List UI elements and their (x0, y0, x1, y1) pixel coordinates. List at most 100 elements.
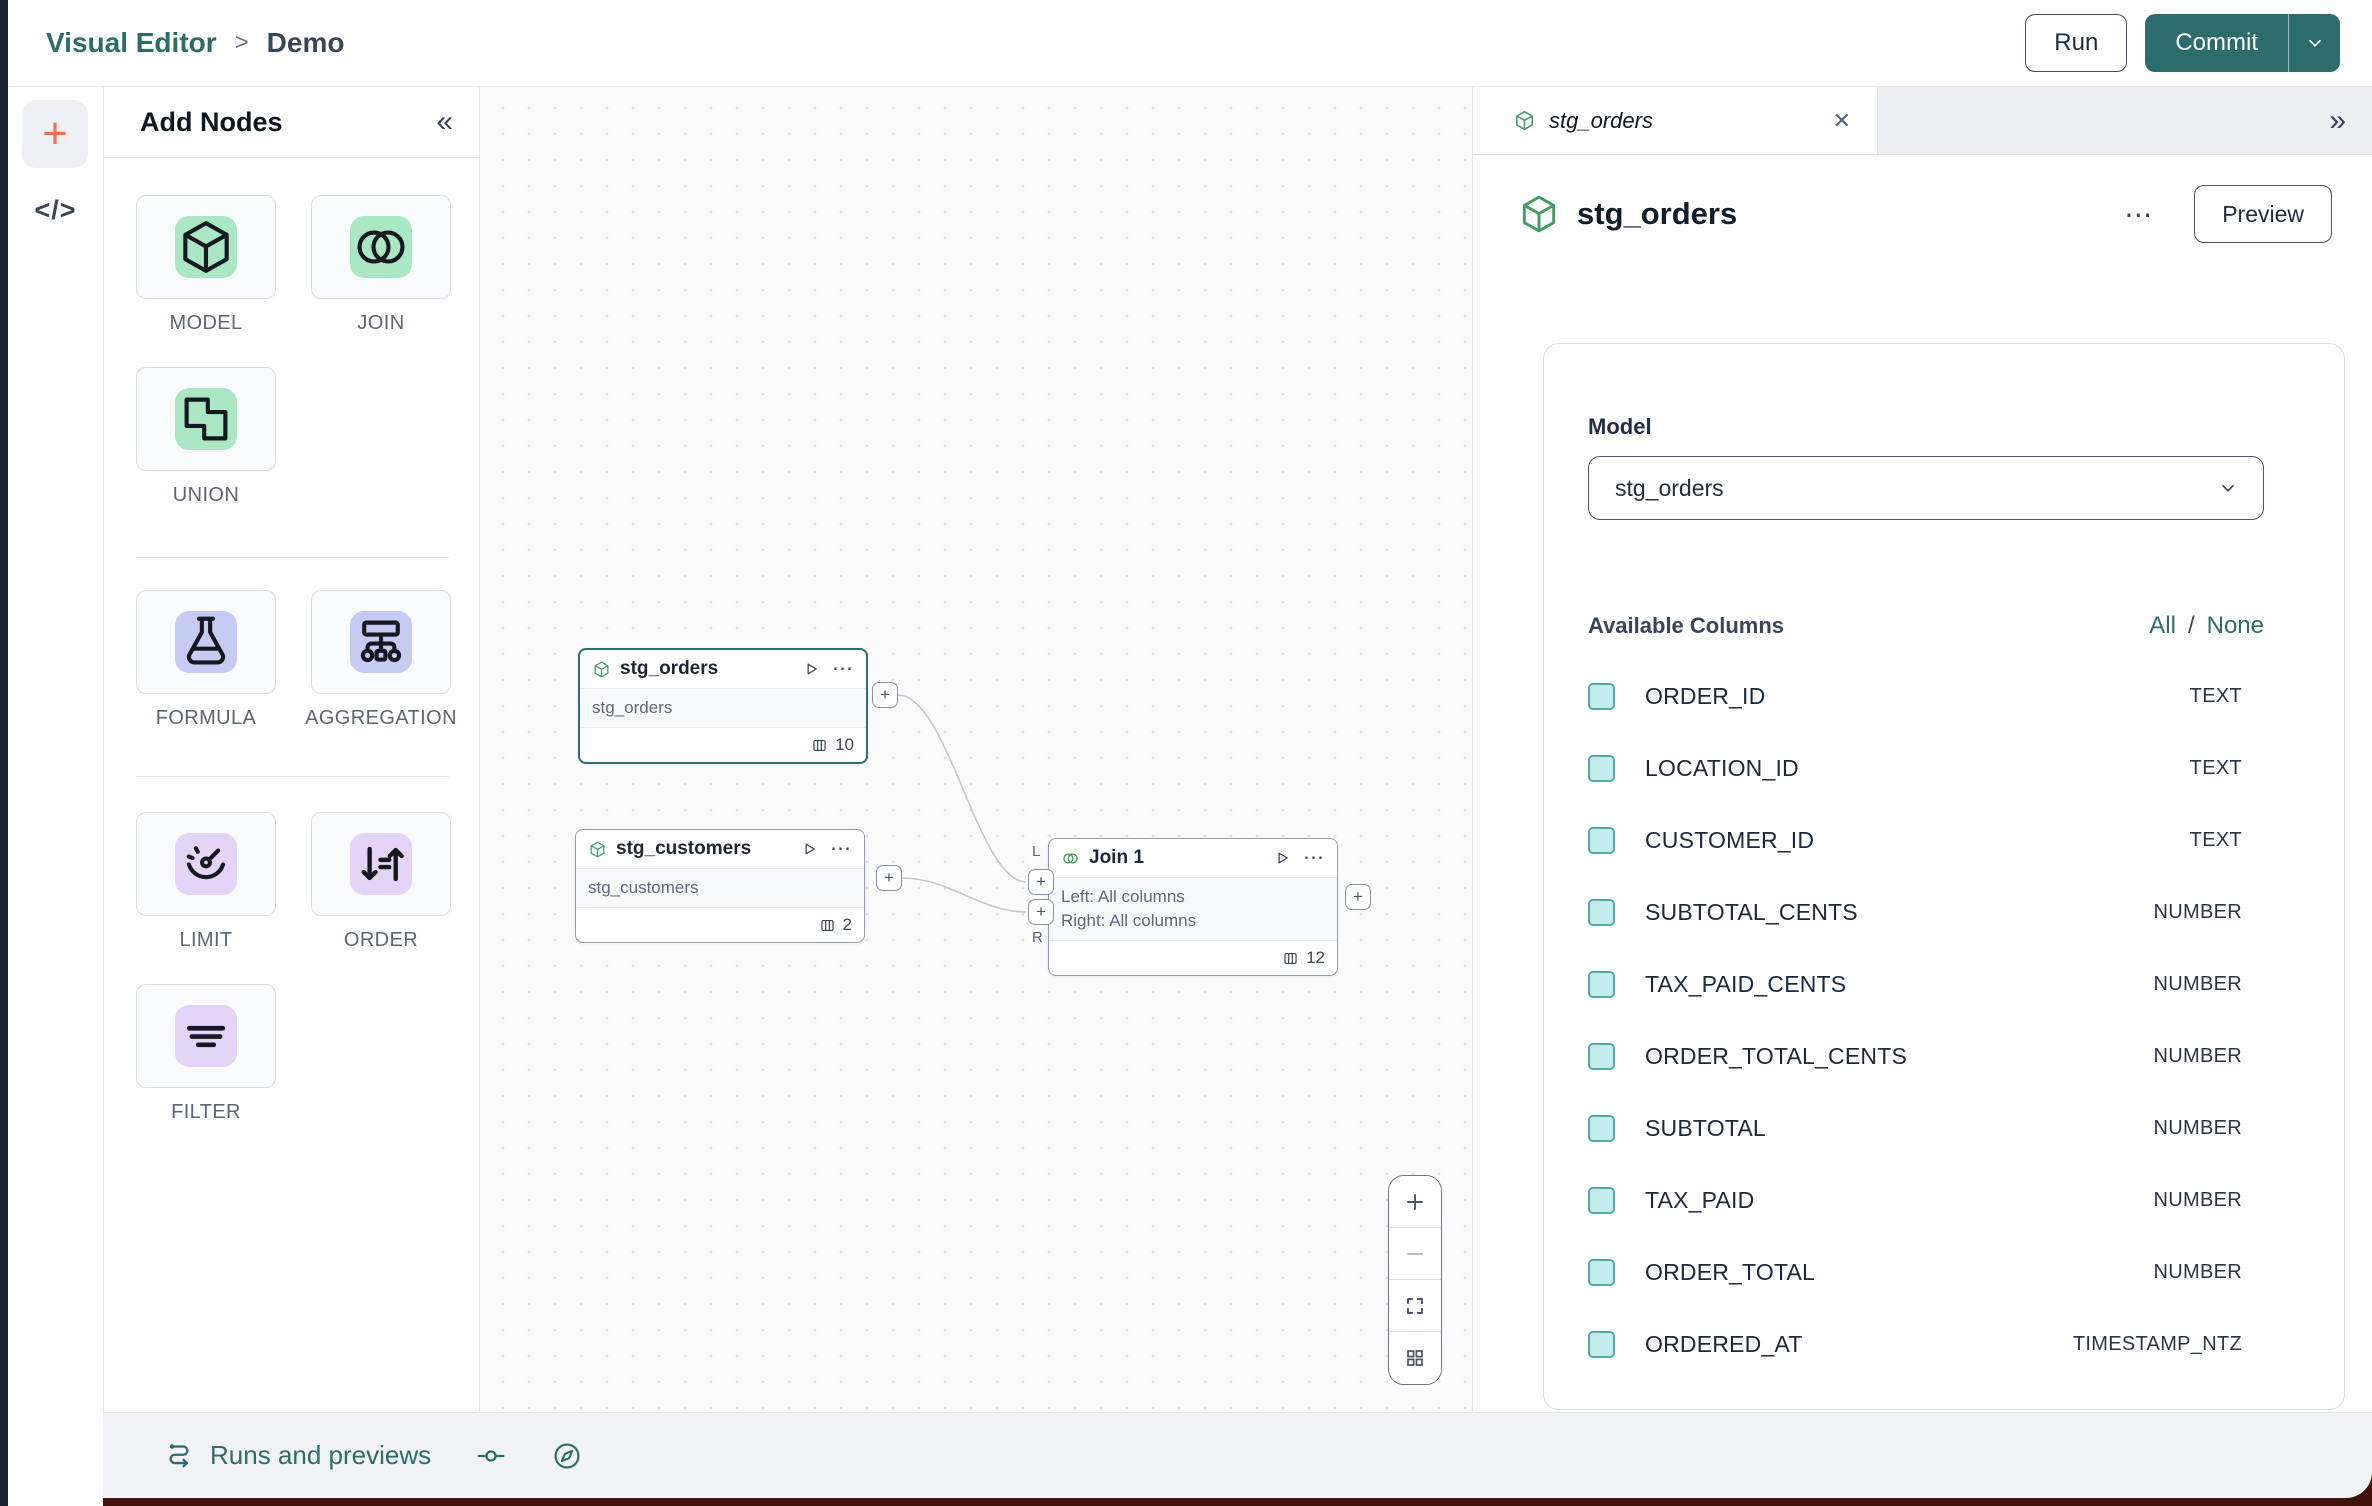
column-checkbox-checked[interactable] (1588, 1258, 1615, 1286)
select-all-link[interactable]: All (2149, 612, 2176, 639)
run-button[interactable]: Run (2025, 14, 2128, 72)
node-stg-orders[interactable]: stg_orders ⋯ stg_orders 10 (578, 648, 868, 764)
breadcrumb-visual-editor[interactable]: Visual Editor (46, 27, 217, 58)
palette-node-card[interactable]: JOIN (311, 195, 451, 335)
column-row[interactable]: SUBTOTAL NUMBER (1588, 1092, 2242, 1164)
zoom-out-button[interactable] (1389, 1228, 1441, 1280)
column-type: NUMBER (2153, 1260, 2242, 1283)
column-checkbox-checked[interactable] (1588, 1114, 1615, 1142)
model-select-value: stg_orders (1615, 474, 1724, 501)
palette-node-card[interactable]: FILTER (136, 984, 276, 1124)
fit-view-button[interactable] (1389, 1280, 1441, 1332)
play-icon[interactable] (1273, 849, 1291, 867)
breadcrumb-current-demo: Demo (266, 27, 345, 58)
tab-stg-orders[interactable]: stg_orders ✕ (1473, 87, 1878, 154)
model-field-label: Model (1588, 414, 1652, 439)
node-menu-button[interactable]: ⋯ (1303, 846, 1325, 869)
column-name: LOCATION_ID (1645, 754, 1799, 781)
column-row[interactable]: SUBTOTAL_CENTS NUMBER (1588, 876, 2242, 948)
port-out-stg-customers[interactable]: + (876, 865, 902, 891)
port-out-join[interactable]: + (1345, 884, 1371, 910)
palette-title: Add Nodes (140, 106, 283, 137)
pipeline-canvas[interactable]: stg_orders ⋯ stg_orders 10 stg_customers… (480, 87, 1472, 1412)
node-column-count: 2 (842, 915, 852, 934)
node-subtitle: stg_orders (580, 688, 866, 728)
column-type: NUMBER (2153, 1116, 2242, 1139)
preview-button[interactable]: Preview (2194, 185, 2332, 243)
explore-button[interactable] (551, 1440, 583, 1472)
column-checkbox-checked[interactable] (1588, 898, 1615, 926)
inspector-menu-button[interactable]: ⋯ (2124, 198, 2153, 230)
column-name: ORDER_TOTAL (1645, 1258, 1816, 1285)
breadcrumb-separator: > (234, 29, 249, 56)
model-cube-icon (175, 216, 237, 278)
node-subtitle: stg_customers (576, 868, 864, 908)
node-menu-button[interactable]: ⋯ (830, 837, 852, 860)
close-tab-button[interactable]: ✕ (1832, 107, 1851, 133)
column-row[interactable]: CUSTOMER_ID TEXT (1588, 804, 2242, 876)
column-row[interactable]: ORDERED_AT TIMESTAMP_NTZ (1588, 1308, 2242, 1380)
node-column-count: 12 (1306, 948, 1325, 967)
palette-node-label: FILTER (171, 1101, 241, 1123)
window-bottom-edge (0, 1498, 2372, 1506)
column-row[interactable]: TAX_PAID NUMBER (1588, 1164, 2242, 1236)
all-none-separator: / (2187, 612, 2195, 639)
column-name: ORDER_TOTAL_CENTS (1645, 1042, 1907, 1069)
node-join-1[interactable]: Join 1 ⋯ Left: All columns Right: All co… (1048, 838, 1338, 976)
column-row[interactable]: TAX_PAID_CENTS NUMBER (1588, 948, 2242, 1020)
column-checkbox-checked[interactable] (1588, 1042, 1615, 1070)
node-menu-button[interactable]: ⋯ (832, 657, 854, 680)
commit-dropdown-button[interactable] (2288, 14, 2340, 72)
filter-lines-icon (175, 1005, 237, 1067)
play-icon[interactable] (800, 840, 818, 858)
runs-and-previews-toggle[interactable]: Runs and previews (163, 1440, 431, 1472)
column-name: TAX_PAID_CENTS (1645, 970, 1847, 997)
palette-node-label: UNION (172, 484, 240, 506)
palette-node-card[interactable]: ORDER (311, 812, 451, 952)
auto-layout-button[interactable] (1389, 1332, 1441, 1384)
palette-node-card[interactable]: MODEL (136, 195, 276, 335)
column-checkbox-checked[interactable] (1588, 826, 1615, 854)
column-row[interactable]: ORDER_TOTAL NUMBER (1588, 1236, 2242, 1308)
play-icon[interactable] (802, 660, 820, 678)
bottom-bar: Runs and previews (103, 1412, 2372, 1498)
commit-graph-button[interactable] (475, 1440, 507, 1472)
port-in-join-right[interactable]: + (1028, 899, 1054, 925)
add-node-rail-button[interactable]: + (22, 100, 88, 168)
code-icon: </> (34, 195, 77, 225)
column-checkbox-checked[interactable] (1588, 682, 1615, 710)
column-checkbox-checked[interactable] (1588, 1186, 1615, 1214)
column-checkbox-checked[interactable] (1588, 754, 1615, 782)
palette-node-card[interactable]: AGGREGATION (305, 590, 457, 730)
column-name: TAX_PAID (1645, 1186, 1755, 1213)
collapse-panel-button[interactable]: « (436, 105, 453, 139)
join-left-config: Left: All columns (1061, 887, 1185, 906)
select-none-link[interactable]: None (2206, 612, 2264, 639)
palette-node-card[interactable]: UNION (136, 367, 276, 507)
expand-panel-button[interactable]: » (2329, 104, 2372, 138)
port-out-stg-orders[interactable]: + (872, 682, 898, 708)
model-cube-icon (1517, 192, 1561, 236)
model-select[interactable]: stg_orders (1588, 456, 2264, 520)
inspector-title: stg_orders (1577, 196, 1738, 231)
palette-group-filters: LIMIT ORDER FILTER (136, 812, 451, 1124)
tab-title: stg_orders (1549, 107, 1653, 133)
zoom-in-icon (1403, 1190, 1427, 1214)
column-row[interactable]: LOCATION_ID TEXT (1588, 732, 2242, 804)
column-checkbox-checked[interactable] (1588, 1330, 1615, 1358)
zoom-in-button[interactable] (1389, 1176, 1441, 1228)
column-row[interactable]: ORDER_ID TEXT (1588, 660, 2242, 732)
node-stg-customers[interactable]: stg_customers ⋯ stg_customers 2 (575, 829, 865, 943)
palette-node-card[interactable]: FORMULA (136, 590, 276, 730)
port-in-join-left[interactable]: + (1028, 869, 1054, 895)
column-name: CUSTOMER_ID (1645, 826, 1815, 853)
palette-node-card[interactable]: LIMIT (136, 812, 276, 952)
column-checkbox-checked[interactable] (1588, 970, 1615, 998)
commit-button[interactable]: Commit (2145, 14, 2288, 72)
inspector-tab-bar: stg_orders ✕ » (1473, 87, 2372, 155)
code-view-button[interactable]: </> (8, 195, 103, 226)
column-row[interactable]: ORDER_TOTAL_CENTS NUMBER (1588, 1020, 2242, 1092)
palette-node-label: FORMULA (155, 707, 257, 729)
join-icon (350, 216, 412, 278)
